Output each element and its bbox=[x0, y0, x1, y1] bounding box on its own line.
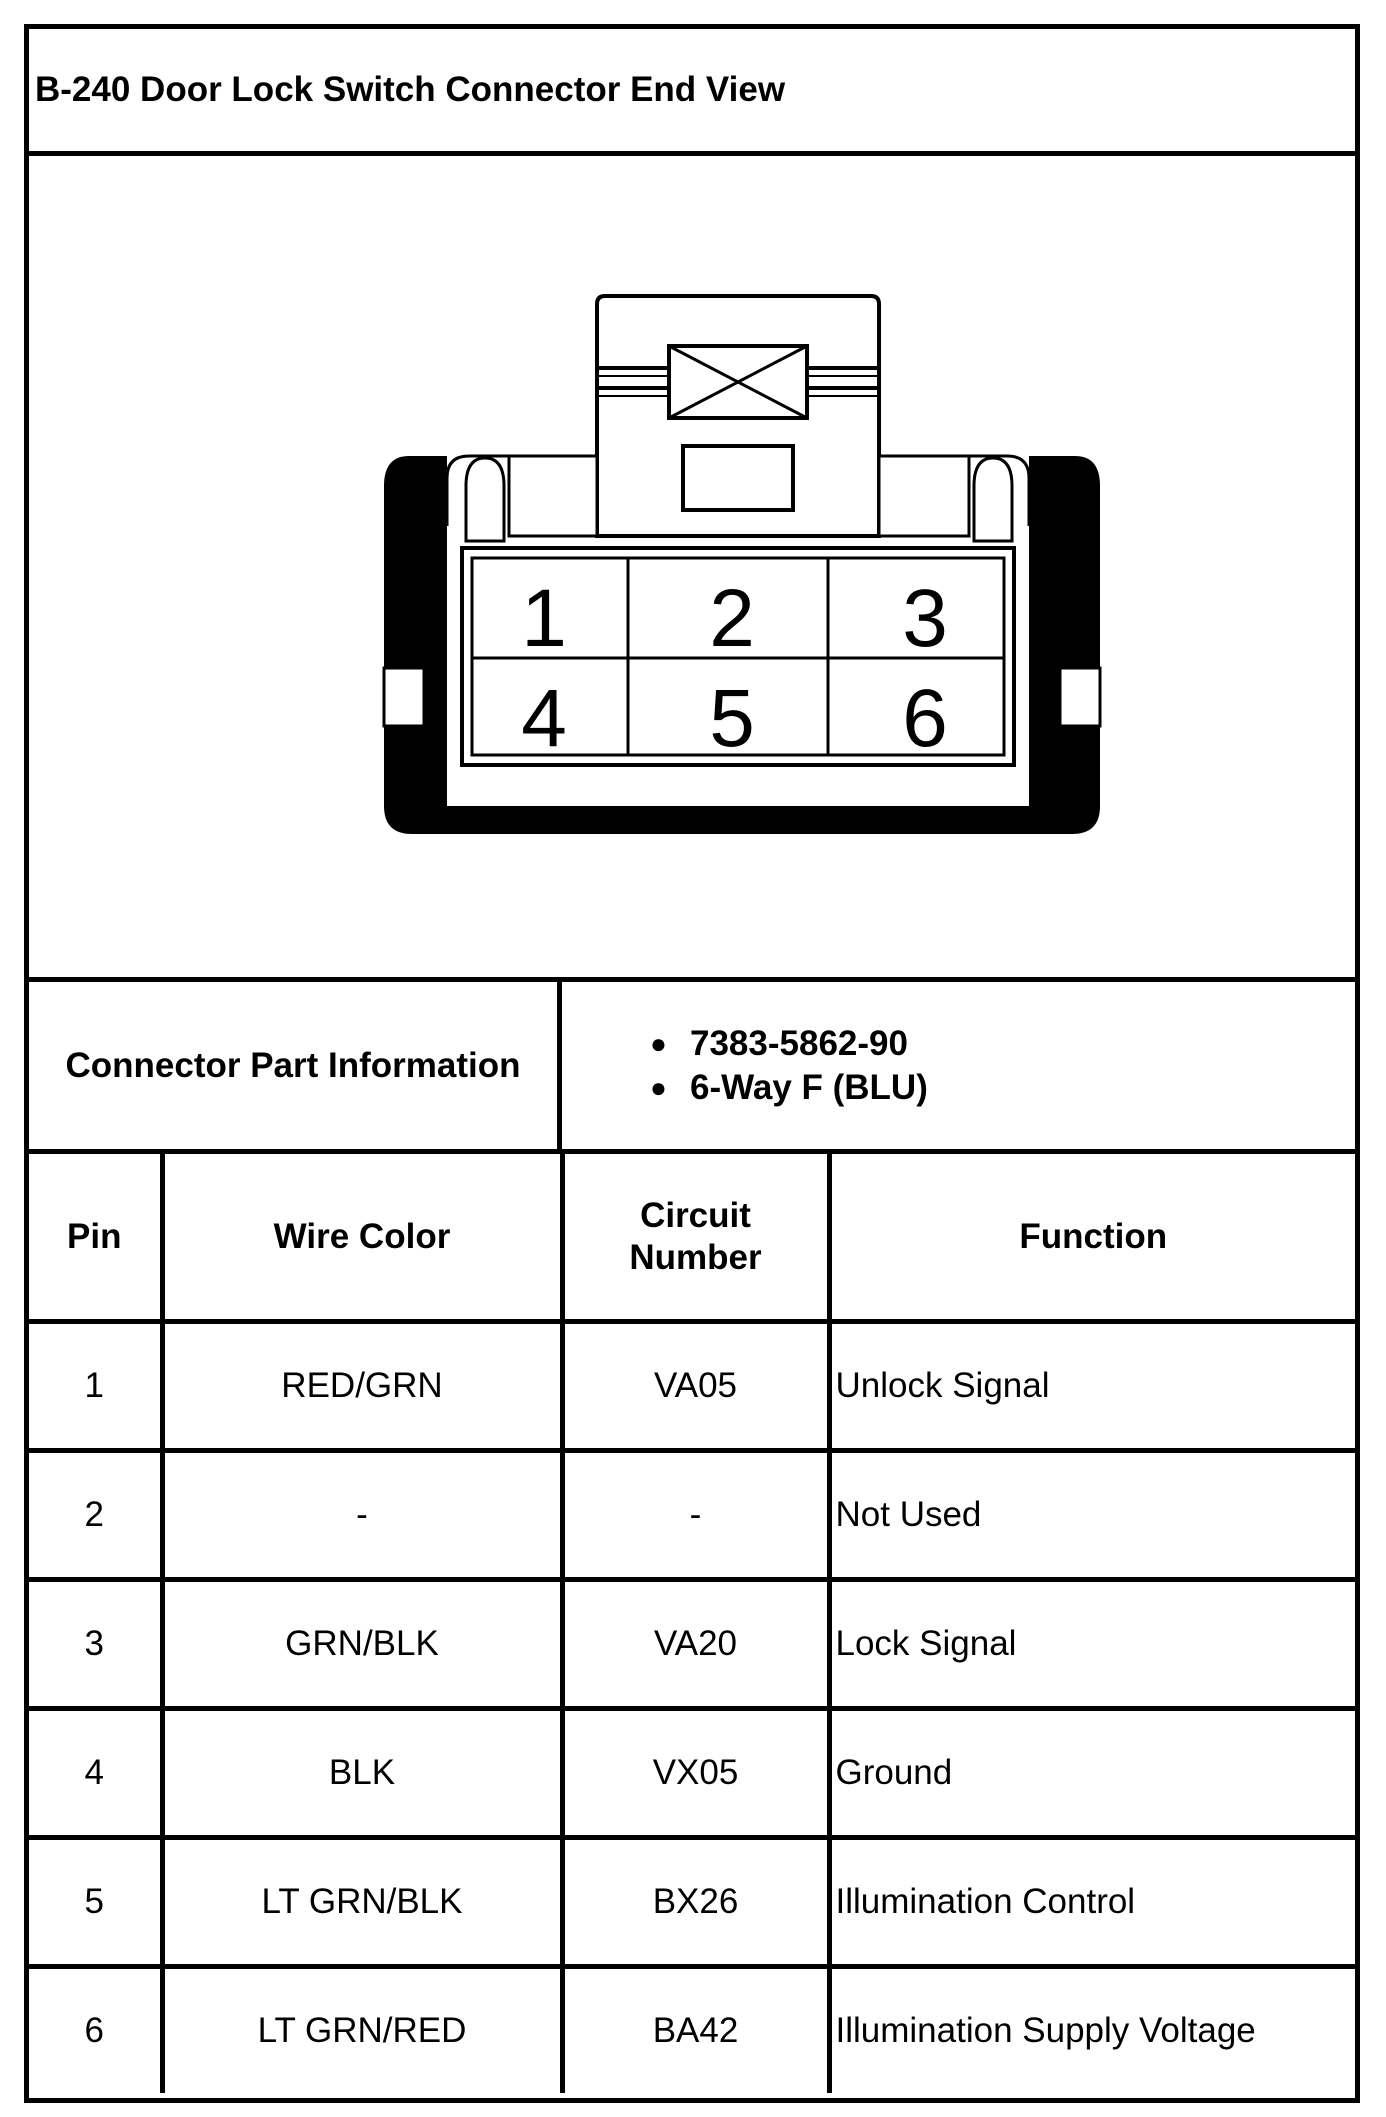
header-circuit-number: Circuit Number bbox=[559, 1154, 832, 1324]
circuit-cell: BX26 bbox=[559, 1835, 832, 1969]
pin-cell: 2 bbox=[29, 1448, 165, 1582]
connector-end-view-diagram: 1 2 3 4 5 6 bbox=[29, 156, 1355, 982]
function-cell: Illumination Control bbox=[826, 1835, 1355, 1969]
table-row: 2 - - Not Used bbox=[29, 1448, 1355, 1582]
pin-table: Pin Wire Color Circuit Number Function 1… bbox=[29, 1154, 1355, 2093]
pin-label-2: 2 bbox=[709, 573, 755, 664]
bullet-icon: ● bbox=[650, 1027, 667, 1059]
function-cell: Unlock Signal bbox=[826, 1319, 1355, 1453]
pin-cell: 3 bbox=[29, 1577, 165, 1711]
wire-color-cell: RED/GRN bbox=[159, 1319, 565, 1453]
header-circuit-line2: Number bbox=[629, 1237, 762, 1277]
page-title: B-240 Door Lock Switch Connector End Vie… bbox=[35, 70, 786, 109]
left-side-notch bbox=[382, 666, 426, 728]
part-info-item: ● 6-Way F (BLU) bbox=[650, 1066, 1355, 1110]
right-side-notch bbox=[1058, 666, 1102, 728]
pin-label-1: 1 bbox=[521, 573, 567, 664]
header-function: Function bbox=[826, 1154, 1355, 1324]
circuit-cell: VA20 bbox=[559, 1577, 832, 1711]
connector-sheet: B-240 Door Lock Switch Connector End Vie… bbox=[24, 24, 1360, 2103]
bullet-icon: ● bbox=[650, 1071, 667, 1103]
header-wire-color: Wire Color bbox=[159, 1154, 565, 1324]
left-guide-slot bbox=[464, 456, 506, 543]
table-row: 1 RED/GRN VA05 Unlock Signal bbox=[29, 1319, 1355, 1453]
latch-window bbox=[681, 444, 795, 512]
table-row: 5 LT GRN/BLK BX26 Illumination Control bbox=[29, 1835, 1355, 1969]
connector-part-info-label: Connector Part Information bbox=[29, 982, 562, 1149]
wire-color-cell: GRN/BLK bbox=[159, 1577, 565, 1711]
function-cell: Ground bbox=[826, 1706, 1355, 1840]
circuit-cell: VX05 bbox=[559, 1706, 832, 1840]
right-guide-slot bbox=[972, 456, 1014, 543]
connector-drawing: 1 2 3 4 5 6 bbox=[382, 294, 1102, 834]
pin-label-6: 6 bbox=[902, 673, 948, 764]
function-cell: Lock Signal bbox=[826, 1577, 1355, 1711]
wire-color-cell: BLK bbox=[159, 1706, 565, 1840]
header-pin: Pin bbox=[29, 1154, 165, 1324]
pin-label-3: 3 bbox=[902, 573, 948, 664]
circuit-cell: BA42 bbox=[559, 1964, 832, 2093]
part-number: 7383-5862-90 bbox=[690, 1023, 908, 1063]
pin-cell: 5 bbox=[29, 1835, 165, 1969]
circuit-cell: VA05 bbox=[559, 1319, 832, 1453]
pin-table-header: Pin Wire Color Circuit Number Function bbox=[29, 1154, 1355, 1324]
wire-color-cell: - bbox=[159, 1448, 565, 1582]
function-cell: Not Used bbox=[826, 1448, 1355, 1582]
table-row: 4 BLK VX05 Ground bbox=[29, 1706, 1355, 1840]
pin-cell: 4 bbox=[29, 1706, 165, 1840]
wire-color-cell: LT GRN/BLK bbox=[159, 1835, 565, 1969]
title-row: B-240 Door Lock Switch Connector End Vie… bbox=[29, 29, 1355, 156]
pin-cell: 6 bbox=[29, 1964, 165, 2093]
pin-cell: 1 bbox=[29, 1319, 165, 1453]
table-row: 6 LT GRN/RED BA42 Illumination Supply Vo… bbox=[29, 1964, 1355, 2093]
circuit-cell: - bbox=[559, 1448, 832, 1582]
function-cell: Illumination Supply Voltage bbox=[826, 1964, 1355, 2093]
connector-type: 6-Way F (BLU) bbox=[690, 1067, 928, 1107]
part-info-item: ● 7383-5862-90 bbox=[650, 1022, 1355, 1066]
header-circuit-line1: Circuit bbox=[640, 1195, 751, 1235]
connector-part-info-row: Connector Part Information ● 7383-5862-9… bbox=[29, 982, 1355, 1154]
pin-label-4: 4 bbox=[521, 673, 567, 764]
table-row: 3 GRN/BLK VA20 Lock Signal bbox=[29, 1577, 1355, 1711]
pin-label-5: 5 bbox=[709, 673, 755, 764]
wire-color-cell: LT GRN/RED bbox=[159, 1964, 565, 2093]
connector-part-info-list: ● 7383-5862-90 ● 6-Way F (BLU) bbox=[562, 982, 1355, 1149]
